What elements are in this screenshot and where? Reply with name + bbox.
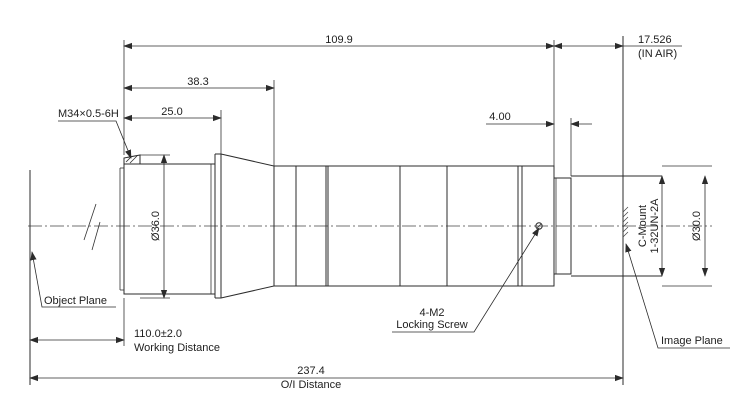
extension-lines xyxy=(123,40,712,299)
dim-front-barrel-label: 25.0 xyxy=(161,106,182,118)
screw-label-line1: 4-M2 xyxy=(419,307,444,319)
c-mount-label-line1: C-Mount xyxy=(637,205,649,247)
oi-distance-value: 237.4 xyxy=(297,365,325,377)
thread-callout-leader xyxy=(58,120,132,159)
image-plane xyxy=(622,36,629,385)
object-plane xyxy=(29,170,101,385)
screw-callout-leader xyxy=(392,227,540,333)
image-plane-leader xyxy=(625,243,730,349)
dim-back-focus-label: 17.526 xyxy=(638,34,672,46)
dim-flange-offset-label: 4.00 xyxy=(489,111,510,123)
dim-mount-diameter-label: Ø30.0 xyxy=(691,211,703,241)
working-distance-label: Working Distance xyxy=(134,342,220,354)
dim-overall-length-label: 109.9 xyxy=(325,34,353,46)
dim-front-section-label: 38.3 xyxy=(187,76,208,88)
oi-distance-label: O/I Distance xyxy=(281,379,342,391)
lens-body xyxy=(119,153,662,299)
object-plane-label: Object Plane xyxy=(44,295,107,307)
working-distance-value: 110.0±2.0 xyxy=(134,328,182,340)
dim-front-diameter-label: Ø36.0 xyxy=(150,211,162,241)
image-plane-label: Image Plane xyxy=(661,335,723,347)
thread-callout: M34×0.5-6H xyxy=(58,108,119,120)
object-plane-leader xyxy=(30,251,116,308)
dim-back-focus-note: (IN AIR) xyxy=(638,48,677,60)
c-mount-label-line2: 1-32UN-2A xyxy=(649,198,661,254)
screw-label-line2: Locking Screw xyxy=(396,319,468,331)
